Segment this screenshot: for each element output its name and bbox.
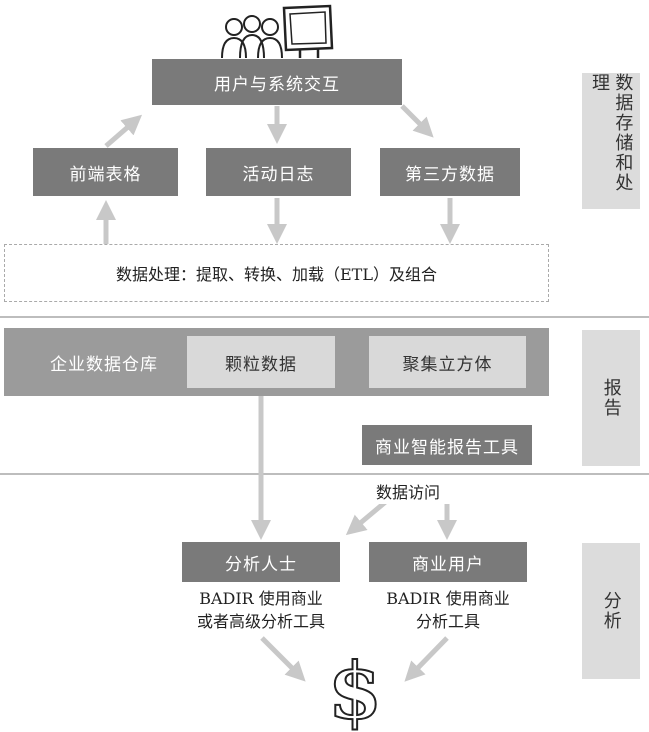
third-party-data-box: 第三方数据 [380,148,520,196]
section-label-storage: 数据存储和处理 [582,73,640,209]
user-system-interaction-box: 用户与系统交互 [152,59,402,105]
dollar-sign-icon: $ [327,645,383,732]
bi-reporting-tool-box: 商业智能报告工具 [362,425,532,465]
analyst-description: BADIR 使用商业 或者高级分析工具 [196,589,325,632]
aggregated-cube-box: 聚集立方体 [369,336,526,388]
warehouse-title: 企业数据仓库 [50,354,158,375]
analyst-box: 分析人士 [182,542,340,582]
business-user-description: BADIR 使用商业 分析工具 [386,589,510,632]
computer-monitor-icon [282,4,334,58]
people-group-icon [221,15,283,59]
business-user-box: 商业用户 [369,542,527,582]
arrow-business-to-money [404,636,449,682]
granular-data-box: 颗粒数据 [187,336,335,388]
section-label-analysis: 分析 [582,543,640,679]
arrow-analyst-to-money [260,636,306,682]
arrow-frontend-to-interaction [104,114,143,148]
frontend-forms-box: 前端表格 [33,148,178,196]
data-access-label: 数据访问 [360,481,456,505]
activity-log-box: 活动日志 [206,148,351,196]
arrow-interaction-to-third-party [400,104,434,138]
svg-text:$: $ [328,646,382,732]
etl-processing-band: 数据处理：提取、转换、加载（ETL）及组合 [4,244,549,302]
section-label-report: 报告 [582,330,640,466]
